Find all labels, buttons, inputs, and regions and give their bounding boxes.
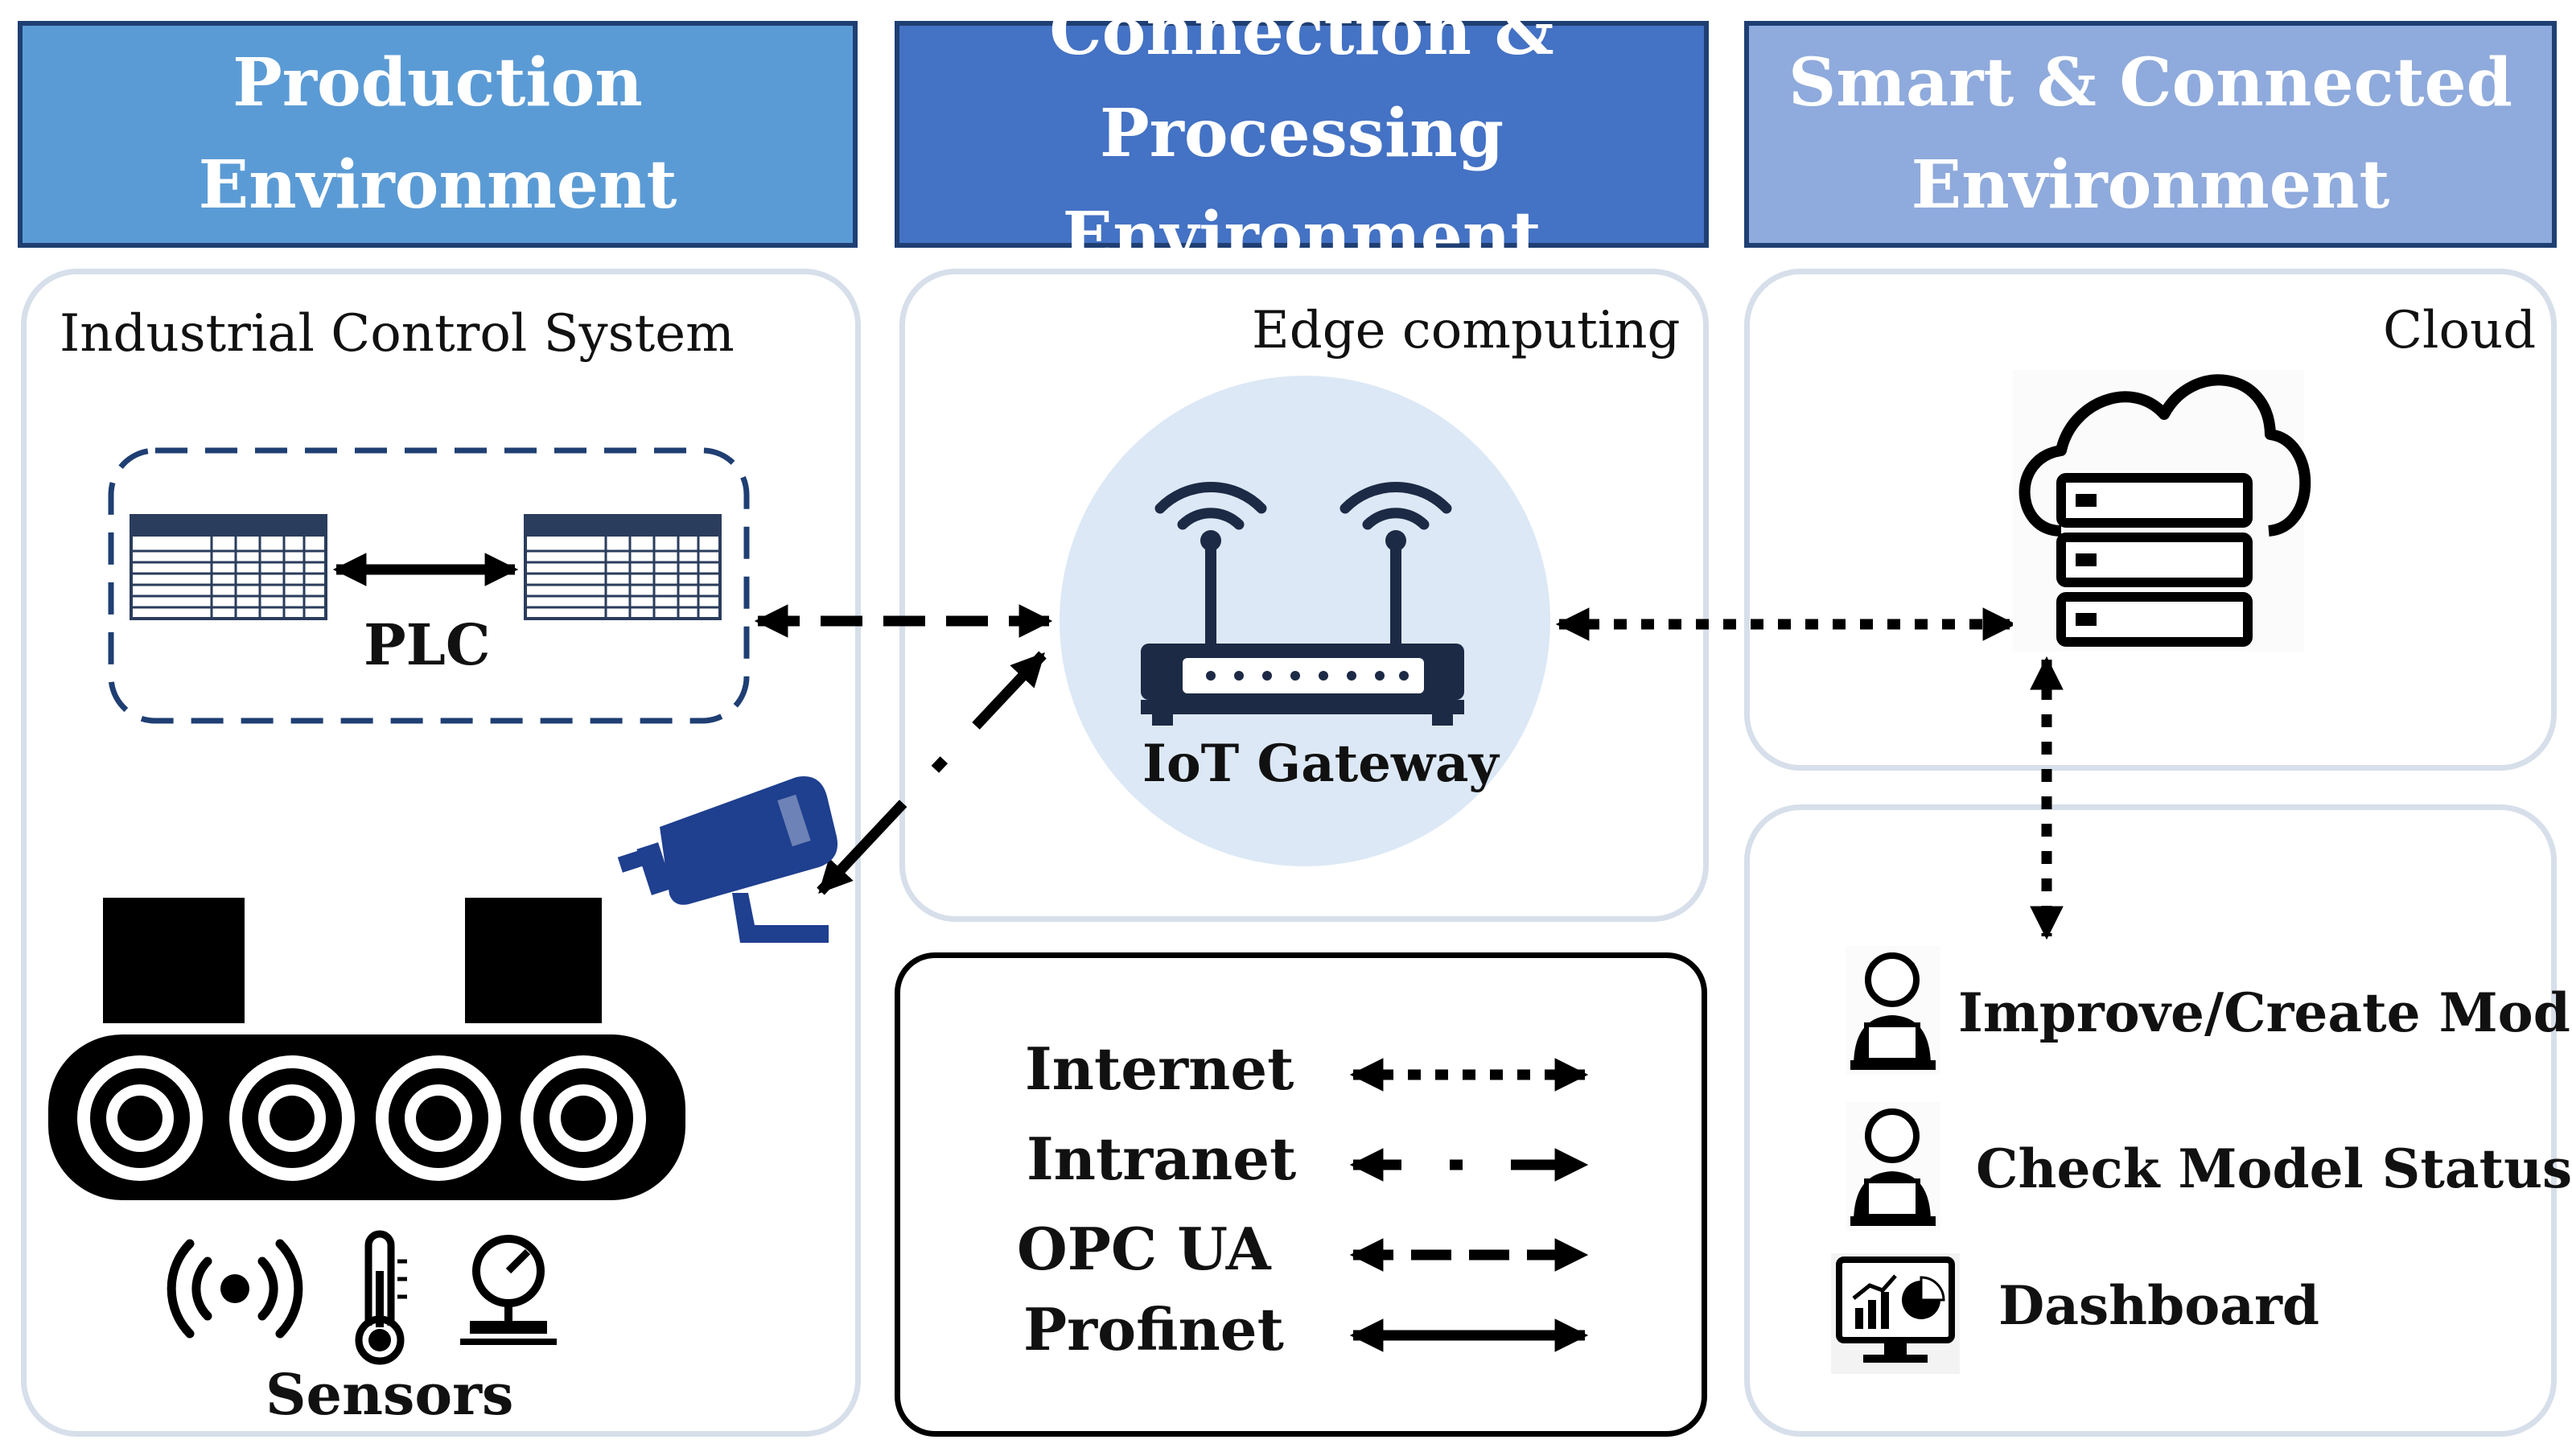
legend-internet-label: Internet bbox=[1025, 1034, 1294, 1103]
header-connection-processing: Connection & Processing Environment bbox=[895, 0, 1709, 275]
plc-rack-icon bbox=[130, 514, 327, 620]
header-connection-line2: Environment bbox=[1062, 197, 1541, 275]
router-icon bbox=[1141, 481, 1464, 726]
conveyor-icon bbox=[48, 898, 685, 1200]
camera-icon bbox=[617, 776, 838, 943]
header-connection-line1: Connection & Processing bbox=[1049, 0, 1554, 173]
plc-rack-icon bbox=[524, 514, 722, 620]
header-smart-line1: Smart & Connected bbox=[1788, 43, 2512, 121]
legend-intranet-label: Intranet bbox=[1027, 1125, 1297, 1193]
panel-cloud bbox=[1744, 269, 2557, 771]
vibration-sensor-icon bbox=[167, 1239, 303, 1339]
cloud-server-icon bbox=[2013, 370, 2311, 652]
dashboard-label: Dashboard bbox=[1998, 1274, 2319, 1337]
legend-box bbox=[895, 952, 1707, 1437]
user-laptop-icon bbox=[1846, 1102, 1940, 1231]
pressure-gauge-icon bbox=[460, 1235, 557, 1345]
plc-group-outline bbox=[108, 447, 750, 724]
legend-opcua-label: OPC UA bbox=[1017, 1215, 1271, 1283]
legend-profinet-label: Profinet bbox=[1023, 1295, 1284, 1363]
header-production-environment: Production Environment bbox=[18, 21, 858, 248]
improve-create-models-label: Improve/Create Models bbox=[1958, 981, 2572, 1044]
ics-title: Industrial Control System bbox=[60, 304, 735, 364]
header-smart-connected: Smart & Connected Environment bbox=[1744, 21, 2557, 248]
user-laptop-icon bbox=[1846, 946, 1940, 1075]
cloud-title: Cloud bbox=[2383, 301, 2537, 360]
check-model-status-label: Check Model Status bbox=[1976, 1137, 2572, 1200]
header-smart-line2: Environment bbox=[1911, 146, 2390, 224]
plc-label: PLC bbox=[364, 611, 491, 678]
edge-computing-title: Edge computing bbox=[1252, 301, 1681, 360]
thermometer-icon bbox=[355, 1230, 407, 1365]
intranet-arrow-camera-gateway bbox=[817, 651, 1047, 895]
sensors-label: Sensors bbox=[265, 1361, 514, 1428]
dashboard-monitor-icon bbox=[1831, 1253, 1960, 1374]
header-production-text: Production Environment bbox=[198, 43, 677, 224]
iot-gateway-label: IoT Gateway bbox=[1142, 734, 1499, 794]
